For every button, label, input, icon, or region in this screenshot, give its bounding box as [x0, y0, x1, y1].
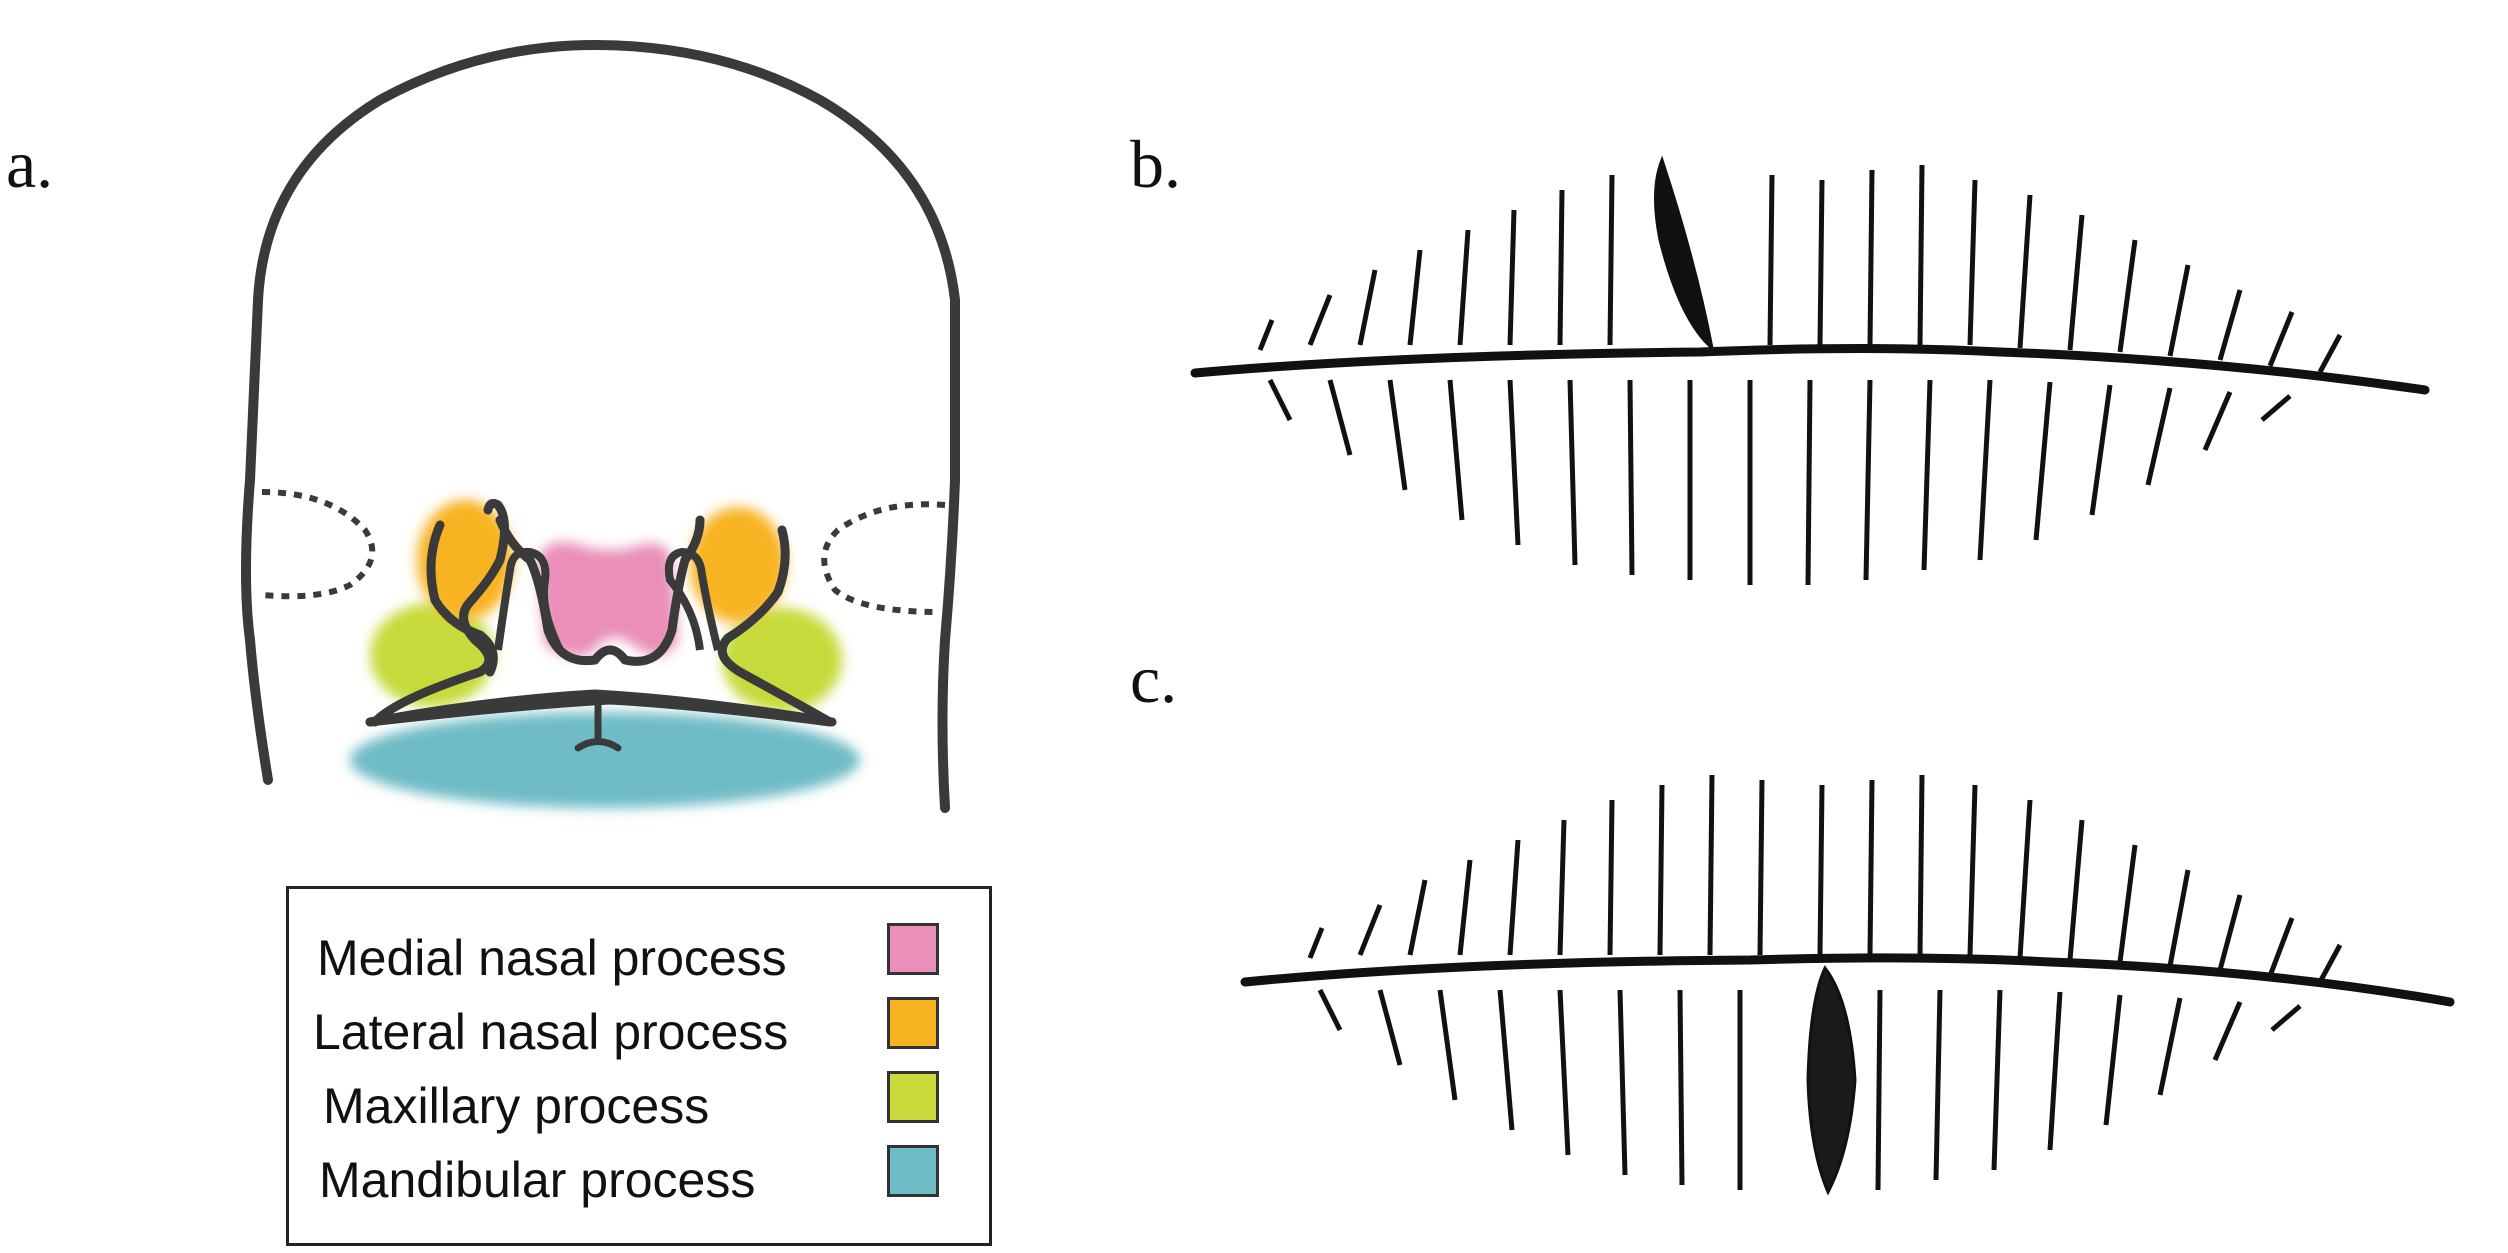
lateral-nasal-process-right — [690, 507, 786, 623]
legend-label: Medial nasal process — [317, 930, 787, 986]
nasal-pit-right — [664, 547, 722, 651]
legend-item-maxillary: Maxillary process — [289, 1071, 989, 1134]
legend-swatch-maxillary — [887, 1071, 939, 1123]
mandible-notch — [574, 692, 622, 752]
legend-label: Mandibular process — [319, 1152, 756, 1208]
lips-b-commissure-line — [1190, 344, 2430, 395]
nasal-pit-left — [494, 547, 564, 652]
nasal-pits-stomodeum-outline — [365, 498, 835, 727]
mouth-line — [365, 689, 837, 727]
legend-item-lateral-nasal: Lateral nasal process — [289, 997, 989, 1060]
embryo-face-diagram — [241, 39, 960, 813]
left-eye-outline — [261, 489, 376, 600]
mandibular-process-region — [350, 712, 860, 808]
lips-lower-cleft — [1240, 774, 2455, 1196]
lips-b-upper-lip-lines — [1257, 164, 2343, 374]
lips-upper-cleft — [1190, 155, 2430, 586]
legend-swatch-mandibular — [887, 1145, 939, 1197]
legend-box: Medial nasal process Lateral nasal proce… — [286, 886, 992, 1246]
legend-swatch-medial-nasal — [887, 923, 939, 975]
panel-label-a: a. — [6, 126, 54, 202]
upper-lip-cleft-mark — [1654, 155, 1715, 353]
lips-c-commissure-line — [1240, 953, 2455, 1007]
head-outline — [241, 39, 960, 813]
legend-swatch-lateral-nasal — [887, 997, 939, 1049]
lips-b-lower-lip-lines — [1267, 378, 2292, 586]
medial-nasal-process-region — [538, 542, 678, 657]
panel-label-b: b. — [1130, 126, 1181, 202]
panel-label-c: c. — [1130, 641, 1178, 717]
maxillary-process-right — [722, 608, 842, 712]
lips-c-upper-lip-lines — [1307, 774, 2343, 984]
lips-c-lower-lip-lines — [1317, 988, 2302, 1191]
legend-item-mandibular: Mandibular process — [289, 1145, 989, 1208]
legend-label: Maxillary process — [323, 1078, 710, 1134]
legend-item-medial-nasal: Medial nasal process — [289, 923, 989, 986]
legend-label: Lateral nasal process — [313, 1004, 789, 1060]
lower-lip-cleft-mark — [1806, 965, 1857, 1196]
right-eye-outline — [821, 501, 946, 615]
